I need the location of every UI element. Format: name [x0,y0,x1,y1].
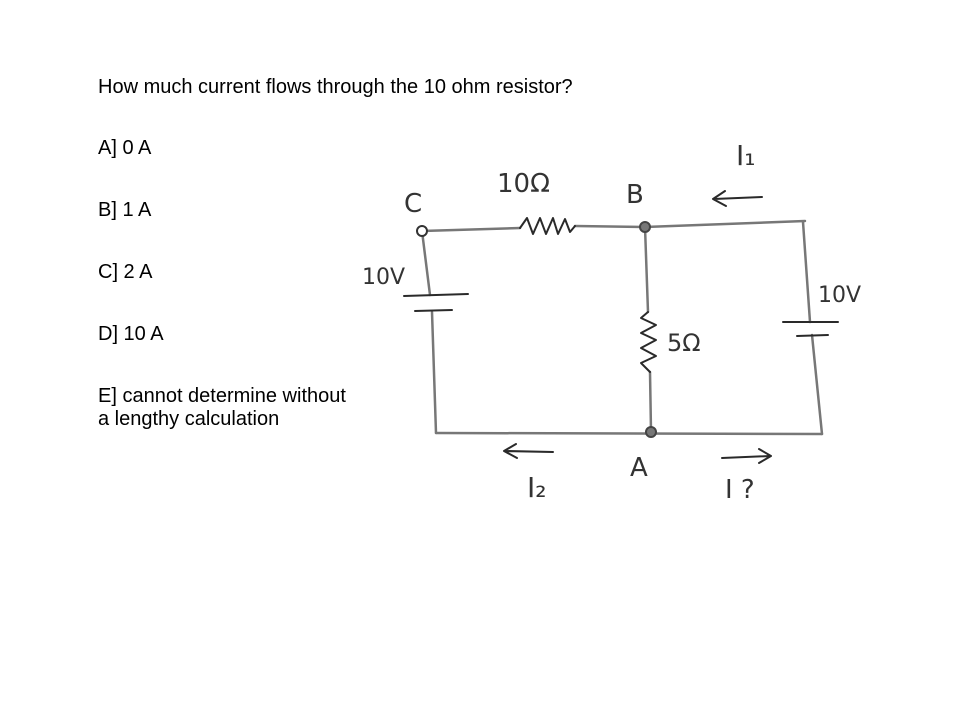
wire-mid-lower [648,370,653,433]
resistor-10-ohm [519,217,576,235]
option-b: B] 1 A [98,199,152,221]
current-unknown-label: I ? [725,475,755,505]
option-c: C] 2 A [98,261,153,283]
wire-bottom [434,431,824,436]
arrow-i2 [503,443,554,459]
arrow-i-unknown [721,448,772,464]
wire-left-upper [420,229,432,297]
node-c-dot [416,225,428,237]
wire-right-upper [801,220,812,324]
arrow-i1 [712,190,763,207]
node-b-dot [639,221,651,233]
current-i1-label: I₁ [736,139,755,172]
wire-left-lower [430,310,438,435]
node-a-dot [645,426,657,438]
answer-options: A] 0 A B] 1 A C] 2 A D] 10 A E] cannot d… [98,137,348,470]
question-text: How much current flows through the 10 oh… [98,76,573,98]
option-a: A] 0 A [98,137,152,159]
battery-left-long-plate [403,293,469,297]
wire-mid-upper [643,225,650,314]
battery-left-short-plate [414,309,453,312]
node-c-label: C [404,189,422,219]
wire-right-lower [810,333,824,436]
node-a-label: A [630,453,648,483]
resistor-10-label: 10Ω [497,169,550,199]
battery-right-label: 10V [818,283,861,308]
wire-top-right [643,219,807,229]
option-e: E] cannot determine without a lengthy ca… [98,385,346,430]
wire-top-left [420,226,522,233]
resistor-5-ohm [640,311,657,373]
option-d: D] 10 A [98,323,164,345]
battery-right-short-plate [796,334,829,337]
battery-left-label: 10V [362,265,405,290]
wire-top-mid [573,224,647,229]
resistor-5-label: 5Ω [667,329,701,357]
current-i2-label: I₂ [527,471,546,504]
node-b-label: B [626,180,644,210]
